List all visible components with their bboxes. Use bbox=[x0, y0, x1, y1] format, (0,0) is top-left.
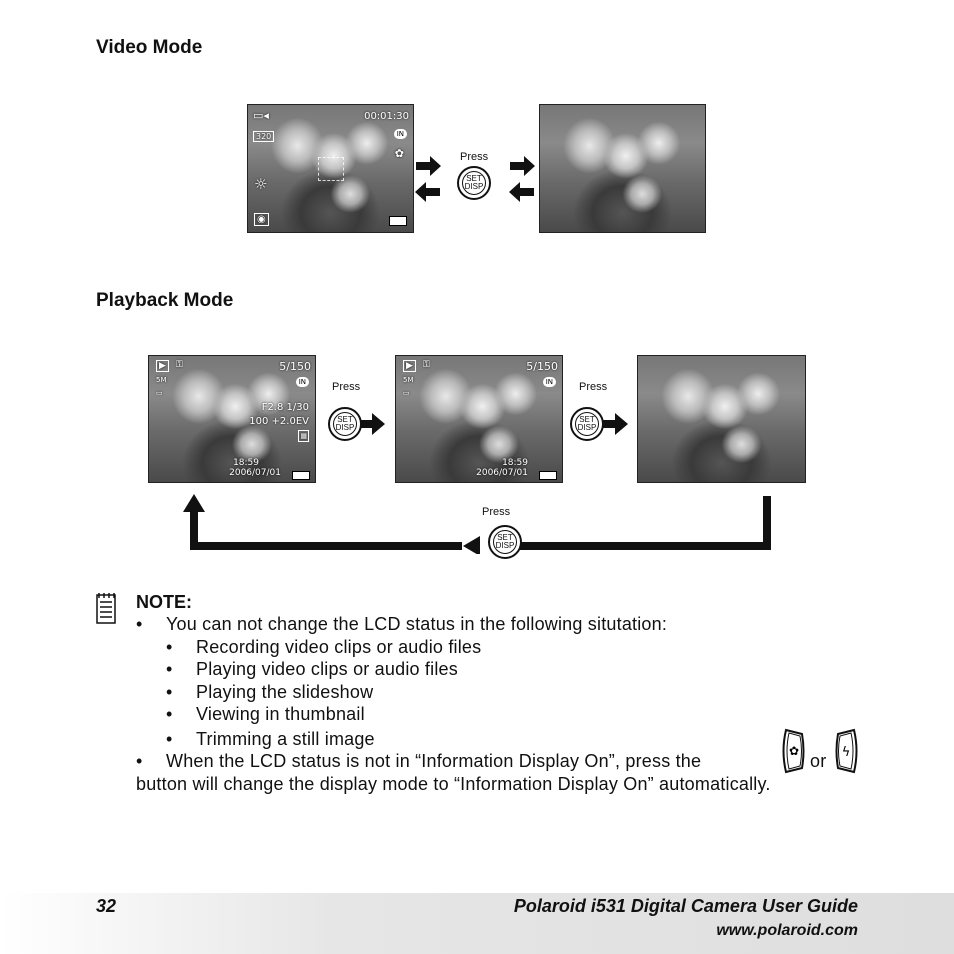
press-label: Press bbox=[482, 506, 511, 518]
playback-screen-full-info: ▶ ⚿ 5/150 5M ▭ IN F2.8 1/30 100 +2.0EV ▦… bbox=[148, 355, 316, 483]
bullet: • bbox=[166, 682, 173, 702]
macro-icon: ✿ bbox=[394, 147, 404, 160]
play-icon: ▶ bbox=[403, 360, 416, 372]
arrow-left-icon bbox=[509, 182, 534, 202]
return-loop-arrow-icon bbox=[183, 494, 771, 554]
battery-icon bbox=[292, 471, 310, 480]
bullet: • bbox=[166, 659, 173, 679]
arrow-left-icon bbox=[415, 182, 440, 202]
exposure-info: 100 +2.0EV bbox=[249, 416, 309, 427]
capture-date: 2006/07/01 bbox=[476, 468, 528, 478]
capture-date: 2006/07/01 bbox=[229, 468, 281, 478]
white-balance-icon: ▦ bbox=[298, 430, 309, 442]
arrow-right-icon bbox=[603, 413, 628, 435]
set-disp-button[interactable]: SET DISP bbox=[488, 525, 522, 559]
capture-time: 18:59 bbox=[502, 458, 528, 468]
note-item: Playing the slideshow bbox=[196, 682, 374, 702]
flash-right-button-icon: ϟ bbox=[835, 728, 858, 774]
note-line2: When the LCD status is not in “Informati… bbox=[166, 751, 702, 771]
press-label: Press bbox=[579, 381, 608, 393]
set-label: SET bbox=[466, 174, 482, 183]
bullet: • bbox=[166, 637, 173, 657]
playback-screen-basic-info: ▶ ⚿ 5/150 5M ▭ IN 18:59 2006/07/01 bbox=[395, 355, 563, 483]
image-size-icon: 5M bbox=[156, 376, 167, 384]
notepad-icon bbox=[96, 593, 116, 624]
footer-bar bbox=[0, 893, 954, 954]
capture-time: 18:59 bbox=[233, 458, 259, 468]
battery-icon bbox=[539, 471, 557, 480]
bullet: • bbox=[166, 704, 173, 724]
quality-icon: ▭ bbox=[156, 389, 163, 397]
set-label: SET bbox=[337, 415, 353, 424]
set-disp-button[interactable]: SET DISP bbox=[328, 407, 362, 441]
disp-label: DISP bbox=[495, 541, 515, 550]
focus-frame bbox=[318, 157, 344, 181]
quality-icon: ▭ bbox=[403, 389, 410, 397]
bullet: • bbox=[136, 614, 143, 634]
page-number: 32 bbox=[96, 896, 117, 916]
memory-in-badge: IN bbox=[295, 377, 309, 387]
or-text: or bbox=[810, 751, 827, 771]
playback-mode-heading: Playback Mode bbox=[96, 290, 234, 311]
footer-title: Polaroid i531 Digital Camera User Guide bbox=[513, 896, 858, 916]
press-label: Press bbox=[332, 381, 361, 393]
image-counter: 5/150 bbox=[279, 360, 311, 373]
bullet: • bbox=[136, 751, 143, 771]
video-screen-info-on: ▭◂ 00:01:30 320 IN ✿ ☼ ◉ bbox=[247, 104, 414, 233]
image-size-icon: 5M bbox=[403, 376, 414, 384]
arrow-right-icon bbox=[510, 156, 535, 176]
iso-value: 100 bbox=[249, 416, 269, 427]
battery-icon bbox=[389, 216, 407, 226]
note-line3: button will change the display mode to “… bbox=[136, 774, 771, 794]
memory-in-badge: IN bbox=[393, 129, 407, 139]
play-icon: ▶ bbox=[156, 360, 169, 372]
disp-label: DISP bbox=[335, 423, 355, 432]
video-mode-heading: Video Mode bbox=[96, 37, 203, 58]
note-item: Playing video clips or audio files bbox=[196, 659, 458, 679]
note-intro: You can not change the LCD status in the… bbox=[166, 614, 668, 634]
arrow-right-icon bbox=[360, 413, 385, 435]
set-label: SET bbox=[579, 415, 595, 424]
footer-url[interactable]: www.polaroid.com bbox=[716, 922, 858, 939]
protect-key-icon: ⚿ bbox=[423, 360, 430, 370]
disp-label: DISP bbox=[464, 182, 484, 191]
video-camera-icon: ▭◂ bbox=[253, 109, 269, 122]
aperture-value: F2.8 bbox=[261, 402, 284, 413]
white-balance-icon: ☼ bbox=[254, 175, 268, 193]
svg-text:✿: ✿ bbox=[789, 744, 799, 758]
bullet: • bbox=[166, 729, 173, 749]
shutter-value: 1/30 bbox=[286, 402, 309, 413]
resolution-icon: 320 bbox=[253, 131, 275, 142]
note-item: Viewing in thumbnail bbox=[196, 704, 365, 724]
shooting-info: F2.8 1/30 bbox=[262, 402, 309, 413]
image-counter: 5/150 bbox=[526, 360, 558, 373]
metering-icon: ◉ bbox=[254, 213, 269, 226]
ev-value: +2.0EV bbox=[271, 416, 309, 427]
video-screen-info-off bbox=[539, 104, 706, 233]
memory-in-badge: IN bbox=[542, 377, 556, 387]
note-item: Recording video clips or audio files bbox=[196, 637, 482, 657]
note-item: Trimming a still image bbox=[196, 729, 375, 749]
disp-label: DISP bbox=[577, 423, 597, 432]
set-label: SET bbox=[497, 533, 513, 542]
macro-left-button-icon: ✿ bbox=[782, 728, 805, 774]
protect-key-icon: ⚿ bbox=[176, 360, 183, 370]
video-time: 00:01:30 bbox=[364, 111, 409, 122]
playback-screen-no-info bbox=[637, 355, 806, 483]
set-disp-button[interactable]: SET DISP bbox=[570, 407, 604, 441]
arrow-right-icon bbox=[416, 156, 441, 176]
press-label: Press bbox=[460, 151, 489, 163]
set-disp-button[interactable]: SET DISP bbox=[457, 166, 491, 200]
svg-text:ϟ: ϟ bbox=[842, 745, 851, 760]
note-title: NOTE: bbox=[136, 592, 192, 612]
